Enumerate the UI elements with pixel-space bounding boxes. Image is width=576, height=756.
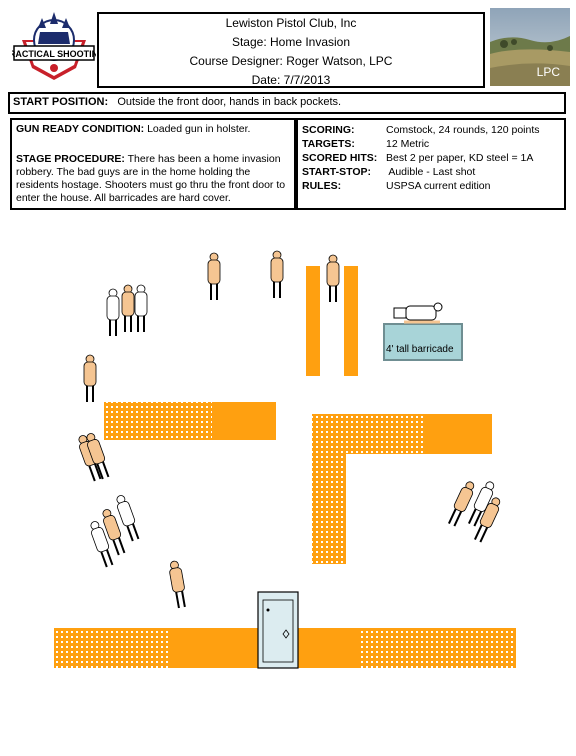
target-2 bbox=[270, 250, 284, 299]
wall-front-left-solid bbox=[170, 628, 258, 668]
wall-center-vertical-dotted bbox=[312, 414, 346, 564]
no-shoot-1 bbox=[106, 288, 120, 337]
target-1 bbox=[207, 252, 221, 301]
logo-text: PRACTICAL SHOOTING bbox=[12, 49, 96, 59]
target-5 bbox=[83, 354, 97, 403]
detail-row-targets: TARGETS:12 Metric bbox=[302, 138, 430, 150]
practical-shooting-logo-icon: PRACTICAL SHOOTING bbox=[12, 12, 96, 80]
detail-row-scoring: SCORING:Comstock, 24 rounds, 120 points bbox=[302, 124, 540, 136]
detail-row-start-stop: START-STOP: Audible - Last shot bbox=[302, 166, 476, 178]
wall-front-right-solid bbox=[298, 628, 360, 668]
wall-vertical-left bbox=[306, 266, 320, 376]
target-8 bbox=[166, 559, 189, 610]
procedure-value: There has been a home invasion robbery. … bbox=[16, 153, 286, 204]
barricade: 4' tall barricade bbox=[383, 323, 463, 361]
course-designer: Course Designer: Roger Watson, LPC bbox=[189, 54, 393, 68]
target-3 bbox=[326, 254, 340, 303]
steel-popper bbox=[393, 302, 443, 324]
stage-details-box: SCORING:Comstock, 24 rounds, 120 points … bbox=[296, 118, 566, 210]
stage-name: Stage: Home Invasion bbox=[231, 35, 351, 49]
header-box: Lewiston Pistol Club, Inc Stage: Home In… bbox=[97, 12, 485, 88]
wall-center-horizontal-solid bbox=[426, 414, 492, 454]
target-4 bbox=[121, 284, 135, 333]
start-position-box: START POSITION: Outside the front door, … bbox=[8, 92, 566, 114]
wall-front-right-dotted bbox=[360, 628, 516, 668]
gun-ready-value: Loaded gun in holster. bbox=[147, 123, 251, 135]
stage-date: Date: 7/7/2013 bbox=[251, 73, 331, 87]
no-shoot-2 bbox=[134, 284, 148, 333]
start-position-value: Outside the front door, hands in back po… bbox=[117, 96, 342, 108]
procedure-label: STAGE PROCEDURE: bbox=[16, 153, 125, 165]
start-position-label: START POSITION: bbox=[13, 96, 109, 108]
wall-back-left-dotted bbox=[104, 402, 212, 440]
gun-ready-label: GUN READY CONDITION: bbox=[16, 123, 145, 135]
landscape-photo-icon: LPC bbox=[490, 8, 570, 86]
detail-row-rules: RULES:USPSA current edition bbox=[302, 180, 491, 192]
wall-front-left-dotted bbox=[54, 628, 170, 668]
club-name: Lewiston Pistol Club, Inc bbox=[225, 16, 357, 30]
wall-vertical-right bbox=[344, 266, 358, 376]
stage-diagram: 4' tall barricade bbox=[54, 250, 516, 669]
target-9 bbox=[445, 478, 478, 529]
gun-ready-procedure-box: GUN READY CONDITION: Loaded gun in holst… bbox=[10, 118, 296, 210]
detail-row-scored-hits: SCORED HITS:Best 2 per paper, KD steel =… bbox=[302, 152, 534, 164]
photo-caption: LPC bbox=[537, 65, 561, 79]
wall-center-horizontal-dotted bbox=[346, 414, 426, 454]
barricade-label: 4' tall barricade bbox=[386, 344, 454, 355]
wall-back-left-solid bbox=[212, 402, 276, 440]
front-door bbox=[257, 591, 299, 669]
